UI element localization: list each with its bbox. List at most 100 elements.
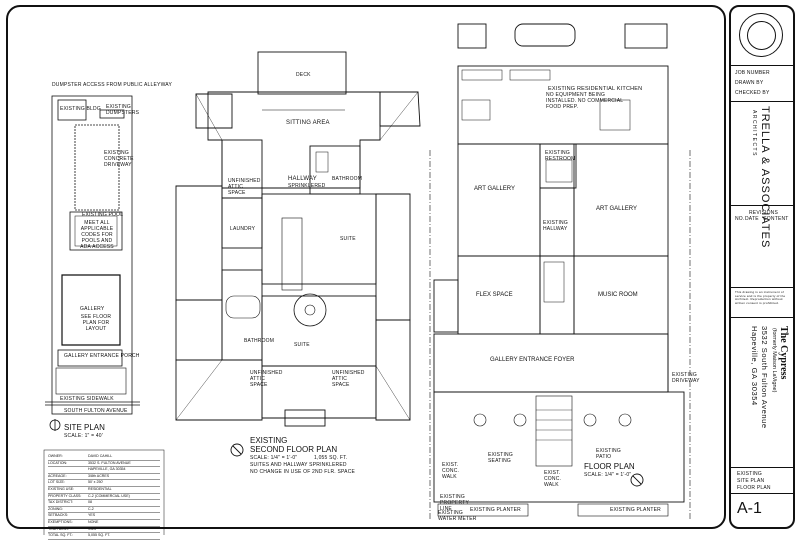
existing-water-meter-label: EXISTING WATER METER bbox=[438, 510, 477, 522]
existing-bldg-label: EXISTING BLDG bbox=[60, 106, 101, 112]
site-data-value: C-2 (COMMERCIAL USE) bbox=[88, 493, 130, 498]
site-data-value: RESIDENTIAL bbox=[88, 486, 112, 491]
existing-planter-label-2: EXISTING PLANTER bbox=[610, 507, 661, 513]
existing-planter-label-1: EXISTING PLANTER bbox=[470, 507, 521, 513]
sheet-desc-line2: SITE PLAN bbox=[737, 478, 765, 484]
attic-space-label-3: UNFINISHED ATTIC SPACE bbox=[332, 370, 365, 388]
site-plan-title: SITE PLAN bbox=[64, 423, 105, 432]
site-data-row: TAX DISTRICT: 08 bbox=[48, 500, 160, 507]
sheet-desc-line1: EXISTING bbox=[737, 471, 762, 477]
site-data-row: PROPERTY CLASS: C-2 (COMMERCIAL USE) bbox=[48, 494, 160, 501]
project-address-line2: Hapeville, GA 30354 bbox=[750, 326, 759, 406]
existing-pool-label: EXISTING POOL bbox=[82, 212, 124, 218]
site-data-row: ACREAGE:3/8th ACRES bbox=[48, 474, 160, 481]
laundry-label: LAUNDRY bbox=[230, 226, 256, 232]
site-data-key: PROPERTY CLASS: bbox=[48, 493, 82, 498]
gallery-entrance-porch-label: GALLERY ENTRANCE PORCH bbox=[64, 353, 140, 359]
south-fulton-avenue-label: SOUTH FULTON AVENUE bbox=[64, 408, 128, 414]
firm-subtitle: ARCHITECTS bbox=[751, 110, 757, 157]
site-data-key: LOT SIZE: bbox=[48, 480, 65, 485]
site-gallery-label: GALLERY bbox=[80, 306, 105, 312]
second-floor-title-line1: EXISTING bbox=[250, 436, 288, 445]
site-data-value: 1923 bbox=[88, 526, 96, 531]
second-floor-scale: SCALE: 1/4" = 1'-0" bbox=[250, 455, 298, 461]
site-data-value: C-2 bbox=[88, 506, 94, 511]
existing-property-line-label: EXISTING PROPERTY LINE bbox=[440, 494, 469, 512]
art-gallery-label-2: ART GALLERY bbox=[596, 206, 638, 212]
site-data-value: 50' x 250' bbox=[88, 480, 104, 485]
site-data-row: LOCATION: 3532 S. FULTON AVENUE bbox=[48, 461, 160, 468]
disclaimer-text: This drawing is an instrument of service… bbox=[735, 290, 786, 305]
site-data-row: EXEMPTIONS:NONE bbox=[48, 520, 160, 527]
site-data-row: OWNER:DAVID CAHILL bbox=[48, 454, 160, 461]
bathroom-label-1: BATHROOM bbox=[332, 176, 363, 182]
attic-space-label-1: UNFINISHED ATTIC SPACE bbox=[228, 178, 261, 196]
checked-by-label: CHECKED BY bbox=[735, 90, 770, 96]
architect-seal bbox=[739, 13, 783, 57]
rev-date-label: DATE bbox=[745, 216, 759, 222]
rev-content-label: CONTENT bbox=[763, 216, 789, 222]
kitchen-note: NO EQUIPMENT BEING INSTALLED. NO COMMERC… bbox=[546, 92, 624, 110]
second-floor-area: 1,055 SQ. FT. bbox=[314, 455, 348, 461]
site-data-key: SETBACKS: bbox=[48, 513, 69, 518]
existing-walk-label-2: EXIST. CONC. WALK bbox=[544, 470, 562, 488]
sheet-description-block: EXISTING SITE PLAN FLOOR PLAN bbox=[731, 467, 793, 493]
art-gallery-label-1: ART GALLERY bbox=[474, 186, 516, 192]
deck-label: DECK bbox=[296, 72, 311, 78]
job-number-label: JOB NUMBER bbox=[735, 70, 770, 76]
disclaimer-block: This drawing is an instrument of service… bbox=[731, 287, 793, 317]
rev-no-label: NO. bbox=[735, 216, 745, 222]
site-data-key: YEAR BUILT: bbox=[48, 526, 70, 531]
site-data-row: YEAR BUILT: 1923 bbox=[48, 527, 160, 534]
floor-plan-scale: SCALE: 1/4" = 1'-0" bbox=[584, 472, 632, 478]
site-sidewalk-label: EXISTING SIDEWALK bbox=[60, 396, 114, 402]
attic-space-label-2: UNFINISHED ATTIC SPACE bbox=[250, 370, 283, 388]
project-name: The Cypress bbox=[778, 326, 789, 380]
site-data-row: SETBACKS:YES bbox=[48, 513, 160, 520]
site-driveway-label: EXISTING CONCRETE DRIVEWAY bbox=[104, 150, 134, 168]
suite-label-1: SUITE bbox=[340, 236, 356, 242]
project-subtitle: (formerly Maison LaVigne) bbox=[771, 328, 777, 393]
revisions-label: REVISIONS bbox=[749, 210, 779, 216]
site-data-key: LOCATION: bbox=[48, 460, 68, 465]
site-data-value: NONE bbox=[88, 519, 99, 524]
bathroom-label-2: BATHROOM bbox=[244, 338, 275, 344]
sheet-number: A-1 bbox=[737, 500, 762, 517]
flex-space-label: FLEX SPACE bbox=[476, 292, 513, 298]
site-data-key: TAX DISTRICT: bbox=[48, 500, 73, 505]
site-data-row: LOT SIZE: 50' x 250' bbox=[48, 480, 160, 487]
site-data-key: EXISTING USE: bbox=[48, 486, 75, 491]
site-data-value: 08 bbox=[88, 500, 92, 505]
existing-walk-label-1: EXIST. CONC. WALK bbox=[442, 462, 460, 480]
site-data-row: EXISTING USE: RESIDENTIAL bbox=[48, 487, 160, 494]
suite-label-2: SUITE bbox=[294, 342, 310, 348]
gallery-entrance-foyer-label: GALLERY ENTRANCE FOYER bbox=[490, 357, 575, 363]
site-data-row: HAPEVILLE, GA 30354 bbox=[48, 467, 160, 474]
site-data-key: OWNER: bbox=[48, 454, 63, 458]
existing-restroom-label: EXISTING RESTROOM bbox=[545, 150, 576, 162]
sheet-number-block: A-1 bbox=[731, 493, 793, 527]
drawing-sheet-border bbox=[6, 5, 726, 529]
project-block: The Cypress (formerly Maison LaVigne) 35… bbox=[731, 317, 793, 467]
floor-plan-title: FLOOR PLAN bbox=[584, 462, 635, 471]
site-data-value: 3532 S. FULTON AVENUE bbox=[88, 460, 131, 465]
second-floor-title-line2: SECOND FLOOR PLAN bbox=[250, 445, 338, 454]
site-data-row: ZONING: C-2 bbox=[48, 507, 160, 514]
existing-seating-label: EXISTING SEATING bbox=[488, 452, 513, 464]
dumpster-access-note: DUMPSTER ACCESS FROM PUBLIC ALLEYWAY bbox=[52, 82, 173, 88]
site-data-value: HAPEVILLE, GA 30354 bbox=[88, 467, 126, 472]
existing-driveway-label: EXISTING DRIVEWAY bbox=[672, 372, 700, 384]
job-info-block: JOB NUMBER DRAWN BY CHECKED BY bbox=[731, 65, 793, 101]
project-address-line1: 3532 South Fulton Avenue bbox=[760, 326, 769, 429]
second-floor-hallway-label: HALLWAY bbox=[288, 176, 317, 182]
site-gallery-note: SEE FLOOR PLAN FOR LAYOUT bbox=[80, 314, 112, 332]
music-room-label: MUSIC ROOM bbox=[598, 292, 638, 298]
sprinklered-label: SPRINKLERED bbox=[288, 183, 326, 189]
sheet-desc-line3: FLOOR PLAN bbox=[737, 485, 771, 491]
drawn-by-label: DRAWN BY bbox=[735, 80, 764, 86]
existing-hallway-label: EXISTING HALLWAY bbox=[543, 220, 568, 232]
site-data-key: ZONING: bbox=[48, 506, 63, 511]
